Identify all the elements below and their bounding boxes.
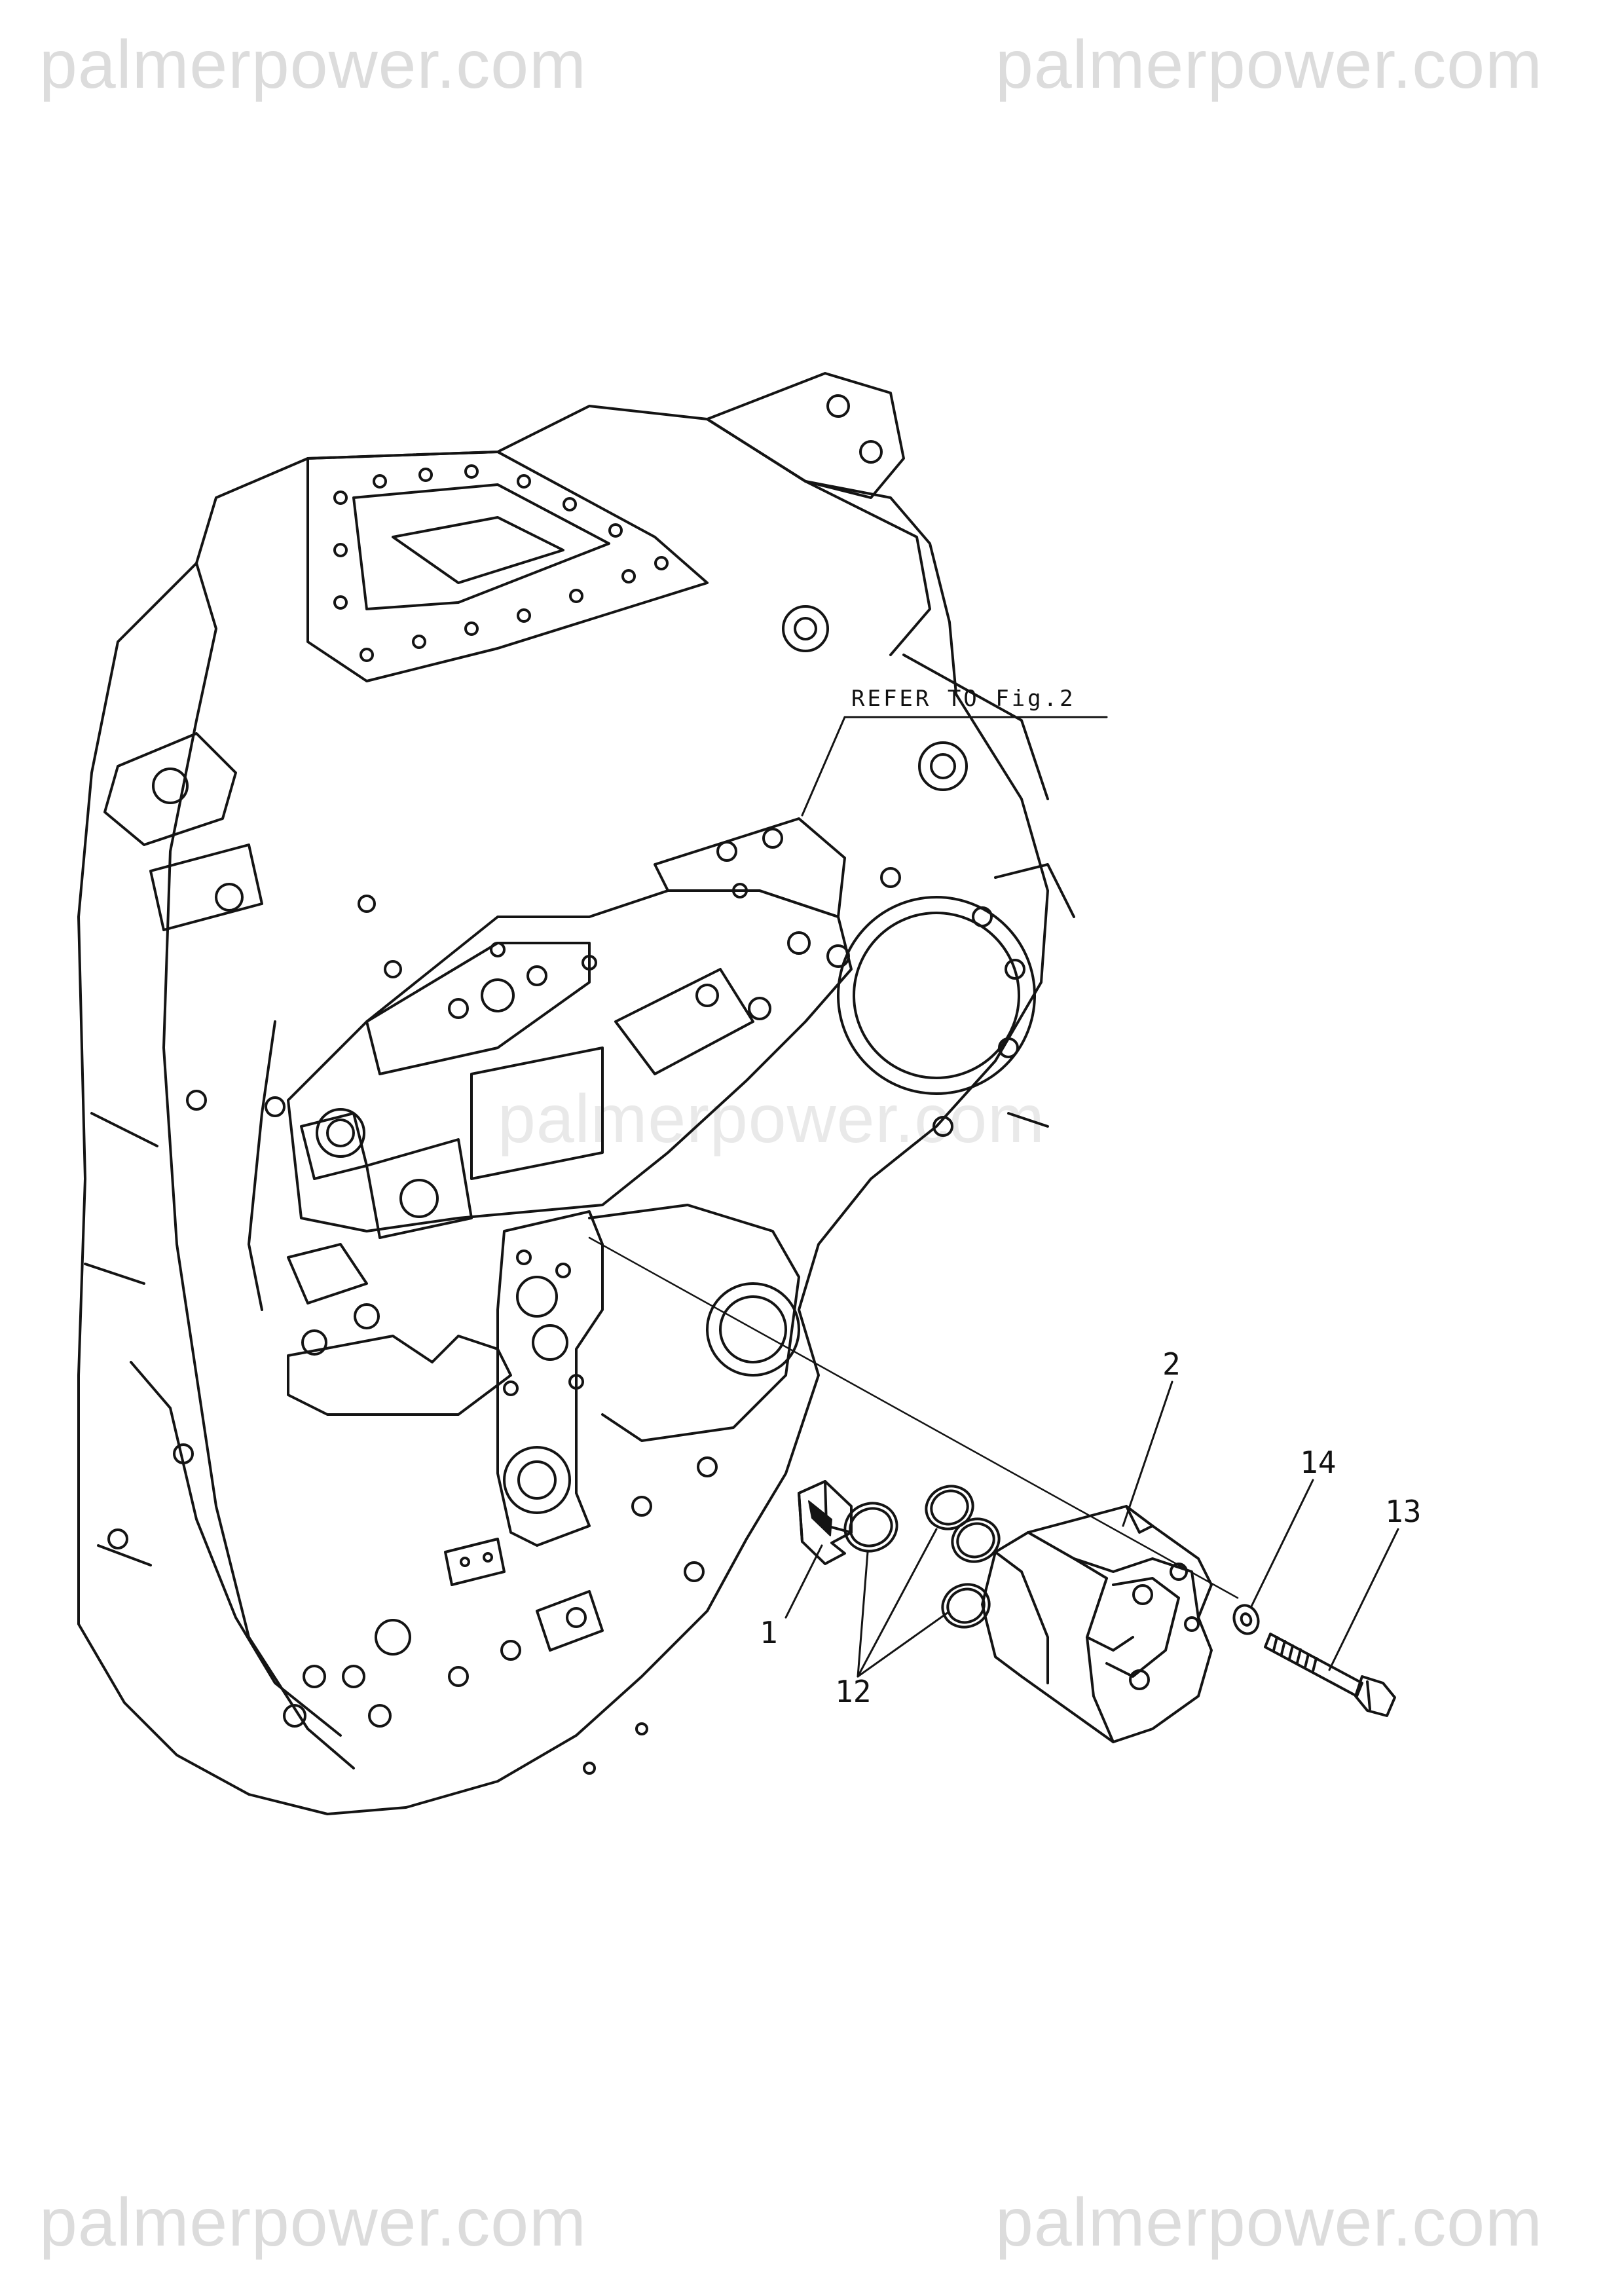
part-13-bolt xyxy=(1264,1633,1396,1717)
part-14-washer xyxy=(1232,1604,1260,1635)
callout-part-2: 2 xyxy=(1162,1346,1181,1382)
callout-leaders xyxy=(784,1380,1399,1678)
assembly-axis-line xyxy=(588,1236,1239,1599)
callout-part-1: 1 xyxy=(760,1615,778,1650)
watermark-center: palmerpower.com xyxy=(498,1081,1045,1157)
callout-part-14: 14 xyxy=(1300,1445,1337,1480)
callout-part-12: 12 xyxy=(835,1674,872,1709)
part-12-orings xyxy=(843,1485,1001,1629)
reference-note: REFER TO Fig.2 xyxy=(851,686,1076,712)
watermark-top-left: palmerpower.com xyxy=(39,27,587,103)
part-1-bracket xyxy=(798,1480,853,1565)
callout-part-13: 13 xyxy=(1385,1494,1422,1529)
transmission-case xyxy=(77,372,1075,1815)
watermark-top-right: palmerpower.com xyxy=(995,27,1543,103)
reference-leader xyxy=(801,716,1108,817)
part-2-pump xyxy=(981,1505,1213,1743)
watermark-bottom-right: palmerpower.com xyxy=(995,2185,1543,2261)
cover-bolt-holes xyxy=(333,464,669,662)
watermark-bottom-left: palmerpower.com xyxy=(39,2185,587,2261)
